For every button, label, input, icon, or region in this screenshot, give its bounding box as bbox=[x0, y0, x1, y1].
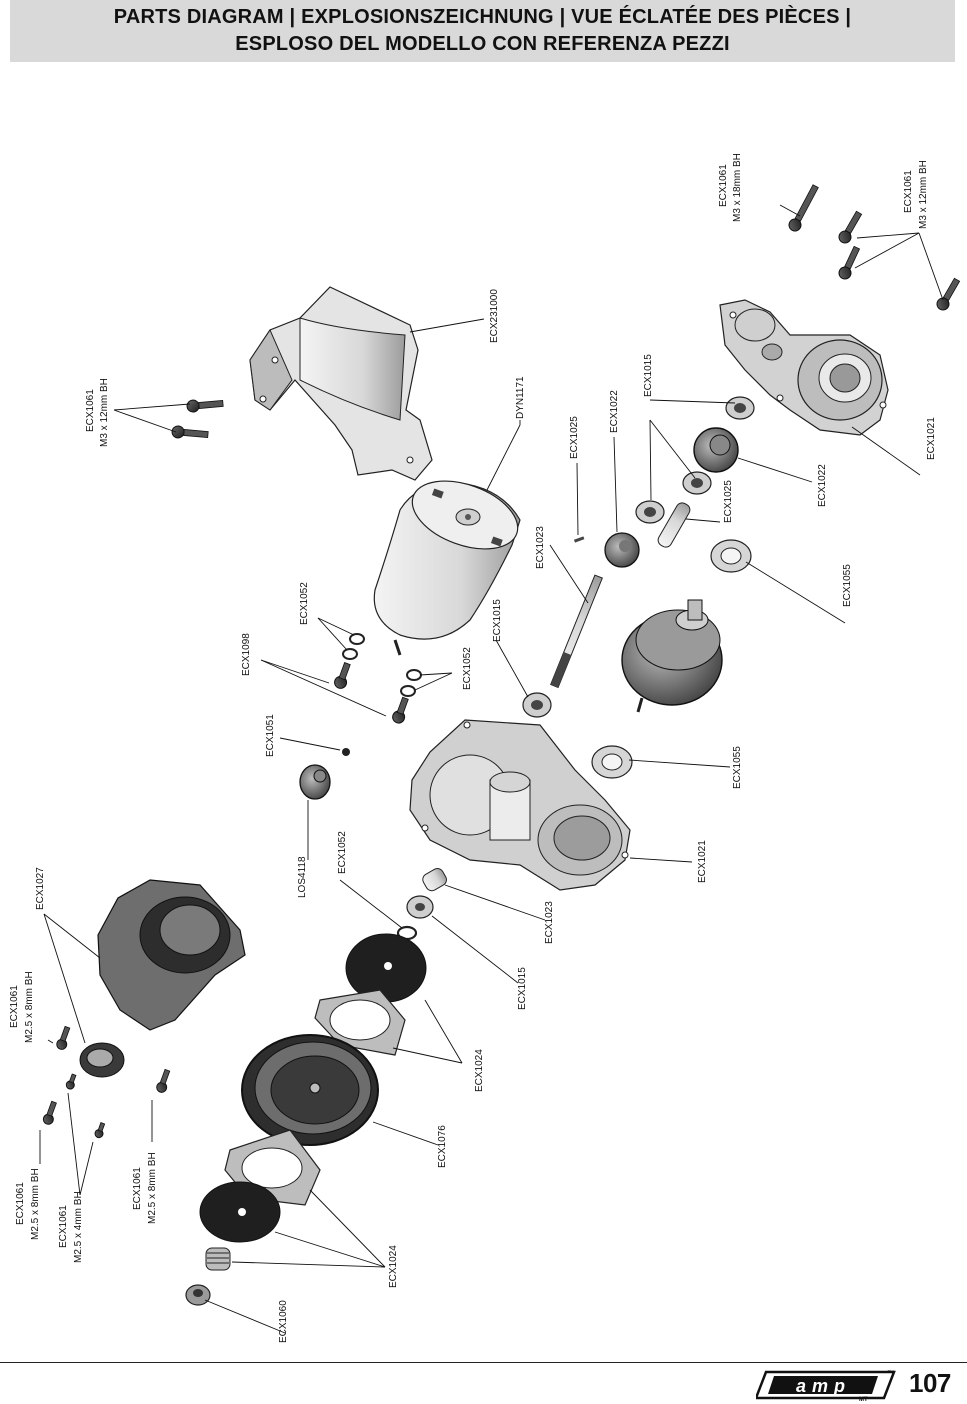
label-ecx1061-m3x18: ECX1061 M3 x 18mm BH bbox=[718, 153, 743, 222]
label-ecx1076: ECX1076 bbox=[437, 1125, 448, 1168]
label-ecx1015-top: ECX1015 bbox=[643, 354, 654, 397]
label-ecx1055-right: ECX1055 bbox=[842, 564, 853, 607]
label-ecx1015-bottom: ECX1015 bbox=[517, 967, 528, 1010]
gear-case-half-left bbox=[409, 719, 631, 891]
svg-text:M3 x 18mm BH: M3 x 18mm BH bbox=[732, 153, 743, 222]
label-ecx1021-right: ECX1021 bbox=[926, 417, 937, 460]
label-ecx1052-b: ECX1052 bbox=[462, 647, 473, 690]
set-screw-part bbox=[342, 748, 350, 756]
label-ecx1022-right: ECX1022 bbox=[817, 464, 828, 507]
svg-text:ECX1061: ECX1061 bbox=[132, 1167, 143, 1210]
header-line-1: PARTS DIAGRAM | EXPLOSIONSZEICHNUNG | VU… bbox=[113, 6, 852, 28]
gear-case-half-right bbox=[719, 299, 889, 436]
label-ecx1025-top: ECX1025 bbox=[569, 416, 580, 459]
svg-text:MT: MT bbox=[859, 1397, 868, 1402]
pinion-gear-part bbox=[299, 764, 331, 800]
motor-screws bbox=[334, 662, 409, 724]
slipper-clutch-part bbox=[621, 599, 723, 713]
svg-text:ECX1061: ECX1061 bbox=[9, 985, 20, 1028]
label-ecx1061-m25x8-right: ECX1061 M2.5 x 8mm BH bbox=[132, 1152, 158, 1224]
label-ecx1051: ECX1051 bbox=[265, 714, 276, 757]
slipper-pad-lower bbox=[199, 1181, 281, 1243]
svg-text:M3 x 12mm BH: M3 x 12mm BH bbox=[99, 378, 110, 447]
label-ecx1061-m25x8-top: ECX1061 M2.5 x 8mm BH bbox=[9, 971, 35, 1043]
page-header: PARTS DIAGRAM | EXPLOSIONSZEICHNUNG | VU… bbox=[10, 0, 955, 62]
spur-gear-part bbox=[241, 1034, 379, 1146]
label-dyn1171: DYN1171 bbox=[515, 376, 526, 419]
motor-part bbox=[373, 480, 521, 656]
label-ecx231000: ECX231000 bbox=[489, 289, 500, 343]
label-ecx1023-bottom: ECX1023 bbox=[544, 901, 555, 944]
leader-lines bbox=[39, 204, 944, 1334]
label-ecx1022-top: ECX1022 bbox=[609, 390, 620, 433]
top-right-screws bbox=[788, 184, 961, 311]
label-ecx1060: ECX1060 bbox=[278, 1300, 289, 1343]
svg-text:M2.5 x 8mm BH: M2.5 x 8mm BH bbox=[24, 971, 35, 1043]
label-ecx1015-mid: ECX1015 bbox=[492, 599, 503, 642]
label-ecx1021-mid: ECX1021 bbox=[697, 840, 708, 883]
washers bbox=[342, 633, 422, 697]
label-ecx1098: ECX1098 bbox=[241, 633, 252, 676]
slipper-spring-part bbox=[205, 1247, 231, 1271]
top-bearings-gears bbox=[573, 396, 755, 573]
label-ecx1055-mid: ECX1055 bbox=[732, 746, 743, 789]
label-ecx1024-mid: ECX1024 bbox=[474, 1049, 485, 1092]
cover-screws bbox=[42, 1025, 171, 1139]
svg-text:amp: amp bbox=[796, 1376, 851, 1396]
label-los4118: LOS4118 bbox=[297, 856, 308, 898]
mid-large-bearing bbox=[591, 745, 633, 779]
footer-rule bbox=[0, 1362, 967, 1363]
svg-text:M2.5 x 4mm BH: M2.5 x 4mm BH bbox=[73, 1191, 84, 1263]
svg-text:ECX1061: ECX1061 bbox=[85, 389, 96, 432]
guard-screws bbox=[171, 399, 224, 439]
label-ecx1027: ECX1027 bbox=[35, 867, 46, 910]
page-number: 107 bbox=[909, 1368, 951, 1398]
svg-text:ECX1061: ECX1061 bbox=[718, 164, 729, 207]
label-ecx1061-m25x8-left: ECX1061 M2.5 x 8mm BH bbox=[15, 1168, 41, 1240]
svg-text:ECX1061: ECX1061 bbox=[58, 1205, 69, 1248]
label-ecx1052-a: ECX1052 bbox=[299, 582, 310, 625]
amp-mt-logo: amp MT ™ bbox=[756, 1370, 896, 1402]
motor-guard-part bbox=[249, 286, 433, 481]
svg-text:™: ™ bbox=[887, 1370, 894, 1377]
bottom-bushings bbox=[396, 868, 447, 941]
svg-text:M3 x 12mm BH: M3 x 12mm BH bbox=[918, 160, 929, 229]
header-line-2: ESPLOSO DEL MODELLO CON REFERENZA PEZZI bbox=[235, 33, 730, 55]
label-ecx1025-right: ECX1025 bbox=[723, 480, 734, 523]
label-ecx1052-c: ECX1052 bbox=[337, 831, 348, 874]
svg-text:M2.5 x 8mm BH: M2.5 x 8mm BH bbox=[147, 1152, 158, 1224]
label-ecx1061-m3x12-left: ECX1061 M3 x 12mm BH bbox=[85, 378, 110, 447]
top-shaft bbox=[550, 574, 603, 689]
svg-text:M2.5 x 8mm BH: M2.5 x 8mm BH bbox=[30, 1168, 41, 1240]
mid-bearing bbox=[522, 692, 552, 718]
svg-text:ECX1061: ECX1061 bbox=[903, 170, 914, 213]
label-ecx1061-m25x4: ECX1061 M2.5 x 4mm BH bbox=[58, 1191, 84, 1263]
label-ecx1024-bottom: ECX1024 bbox=[388, 1245, 399, 1288]
spur-cover-part bbox=[79, 879, 246, 1078]
slipper-pad-upper bbox=[345, 933, 427, 1003]
label-ecx1023-top: ECX1023 bbox=[535, 526, 546, 569]
svg-text:ECX1061: ECX1061 bbox=[15, 1182, 26, 1225]
slipper-nut-part bbox=[185, 1284, 211, 1306]
label-ecx1061-m3x12-right: ECX1061 M3 x 12mm BH bbox=[903, 160, 929, 229]
